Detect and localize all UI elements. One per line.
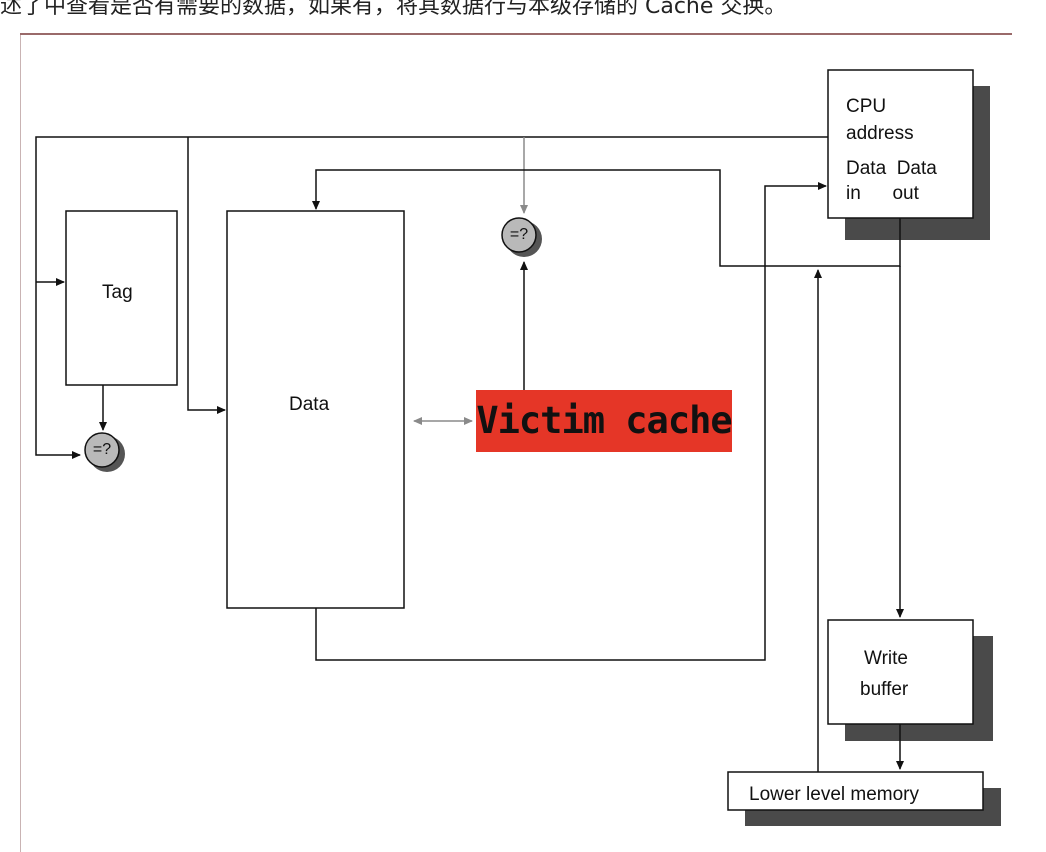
lower-memory-box — [727, 771, 984, 811]
write-buffer-label-line1: Write — [864, 648, 908, 669]
address-bus-line — [35, 136, 828, 459]
data-index-line — [187, 137, 226, 414]
cpu-label-line3: Data Data — [846, 158, 937, 179]
frame-top-border — [20, 33, 1012, 35]
victim-comparator — [501, 217, 537, 253]
cpu-data-out-line — [312, 169, 901, 267]
data-label: Data — [289, 394, 330, 415]
cpu-label-line2: address — [846, 123, 914, 144]
cpu-box — [827, 69, 974, 219]
tag-comparator — [84, 432, 120, 468]
header-text: 述了中查看是否有需要的数据，如果有，将其数据行与本级存储的 Cache 交换。 — [0, 0, 787, 18]
write-buffer-label-line2: buffer — [860, 679, 909, 700]
cpu-label-line4: in out — [846, 183, 919, 204]
data-box — [226, 210, 405, 609]
tag-comparator-label: =? — [92, 441, 112, 458]
frame-left-border — [20, 35, 21, 852]
victim-cache-block: Victim cache — [476, 390, 732, 452]
tag-box — [65, 210, 178, 386]
data-to-cpu-line — [315, 182, 827, 661]
victim-comparator-label: =? — [509, 226, 529, 243]
tag-label: Tag — [102, 282, 133, 303]
write-buffer-box — [827, 619, 974, 725]
cpu-label-line1: CPU — [846, 96, 887, 117]
lower-memory-label: Lower level memory — [749, 784, 919, 805]
